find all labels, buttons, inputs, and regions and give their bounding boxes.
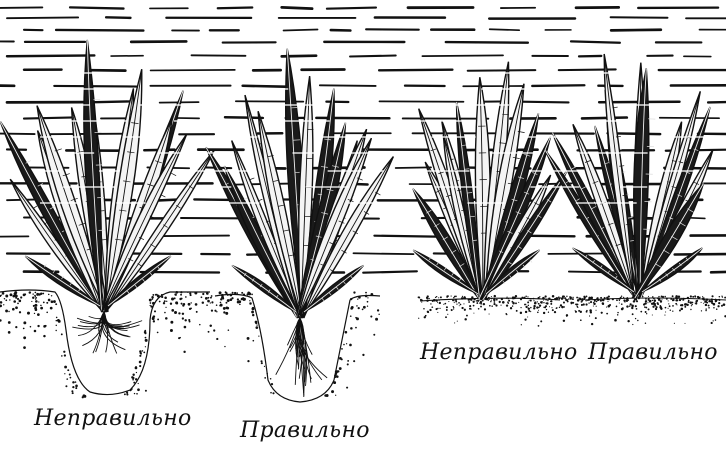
- caption-surface-right: Правильно: [588, 340, 718, 365]
- plant-surface-right: [545, 54, 713, 298]
- caption-deep-right: Правильно: [240, 418, 370, 443]
- roots: [72, 312, 142, 354]
- caption-surface-wrong: Неправильно: [420, 340, 578, 365]
- caption-deep-wrong: Неправильно: [34, 406, 192, 431]
- roots: [276, 318, 327, 397]
- plant-surface-wrong: [413, 62, 567, 300]
